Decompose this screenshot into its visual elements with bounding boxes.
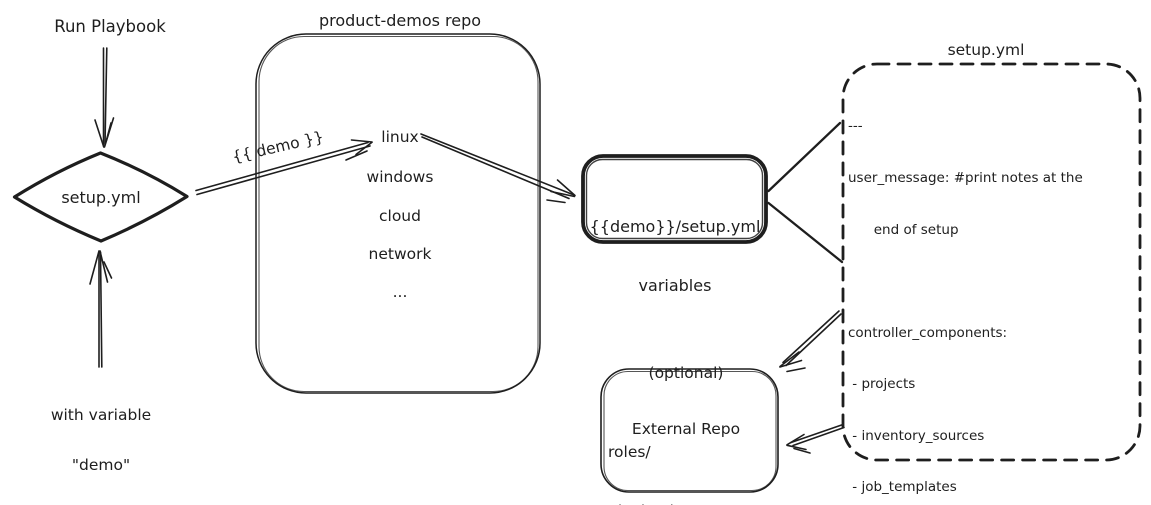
external-repo-content: roles/ playbooks/ .... — [608, 404, 692, 505]
linux-to-variables-arrow — [420, 133, 576, 204]
external-repo-label-line1: (optional) — [648, 364, 724, 382]
yaml-line: controller_components: — [848, 324, 1008, 341]
yaml-line: - inventory_sources — [848, 427, 985, 444]
external-repo-label: (optional) External Repo — [606, 327, 766, 475]
yaml-line: --- — [848, 118, 863, 135]
with-variable-line1: with variable — [50, 406, 152, 424]
demo-edge-arrow — [195, 139, 373, 196]
with-variable-arrow — [89, 250, 113, 368]
with-variable-line2: "demo" — [71, 455, 131, 474]
external-repo-label-line2: External Repo — [631, 419, 741, 438]
external-repo-box — [600, 368, 779, 493]
product-demos-repo-box — [255, 33, 541, 394]
fan-line-top — [767, 121, 842, 193]
yaml-line: - projects — [848, 376, 916, 393]
product-demos-repo-title: product-demos repo — [318, 11, 482, 30]
repo-item-ellipsis: ... — [392, 283, 408, 301]
decision-diamond — [12, 151, 189, 243]
setup-yml-dashed-box — [841, 62, 1142, 462]
run-playbook-label: Run Playbook — [54, 17, 166, 36]
variables-box — [581, 154, 768, 244]
projects-to-repo-arrow — [779, 310, 842, 373]
yaml-line: user_message: #print notes at the — [848, 169, 1083, 186]
fan-line-bottom — [767, 201, 844, 264]
external-repo-line: roles/ — [608, 443, 651, 461]
setup-yml-content: --- user_message: #print notes at the en… — [848, 85, 1083, 505]
repo-item-network: network — [368, 245, 432, 263]
variables-box-label: {{demo}}/setup.yml variables — [586, 178, 764, 334]
external-repo-line: playbooks/ — [608, 502, 692, 505]
variables-box-line2: variables — [638, 275, 712, 295]
repo-item-cloud: cloud — [379, 207, 421, 225]
repo-item-linux: linux — [381, 128, 419, 146]
setup-yml-title: setup.yml — [947, 41, 1025, 59]
variables-box-line1: {{demo}}/setup.yml — [589, 217, 761, 236]
yaml-line: end of setup — [848, 221, 959, 238]
with-variable-label: with variable "demo" — [26, 374, 176, 505]
job-templates-to-repo-arrow — [786, 423, 845, 454]
yaml-line — [848, 272, 1083, 291]
yaml-line: - job_templates — [848, 479, 957, 496]
run-playbook-arrow — [94, 47, 115, 148]
repo-item-windows: windows — [366, 168, 434, 186]
diamond-label: setup.yml — [61, 188, 141, 207]
